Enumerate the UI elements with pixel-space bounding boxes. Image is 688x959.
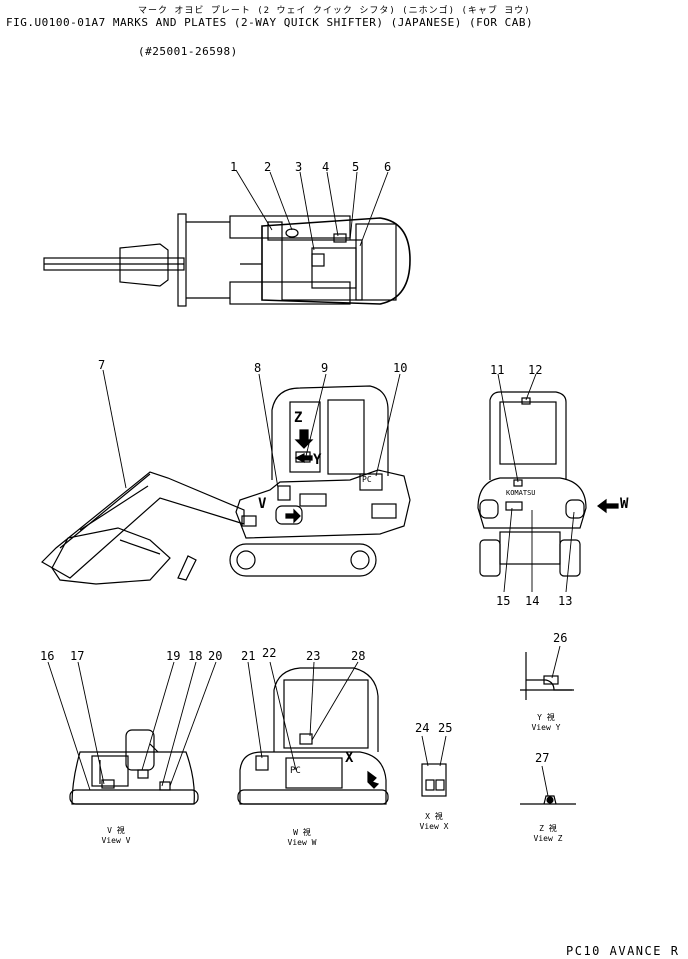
plate-label-pc-view-w: PC xyxy=(290,766,301,776)
plate-label-pc-side: PC xyxy=(362,475,372,484)
callout-5: 5 xyxy=(352,160,360,174)
side-view-machine xyxy=(41,385,411,585)
view-marker-z: Z xyxy=(294,410,303,426)
leader-lines xyxy=(47,169,575,797)
view-x-panel xyxy=(421,763,447,797)
callout-27: 27 xyxy=(535,751,550,765)
caption-view-z-en: View Z xyxy=(533,834,563,843)
callout-3: 3 xyxy=(295,160,303,174)
figure-title: FIG.U0100-01A7 MARKS AND PLATES (2-WAY Q… xyxy=(6,16,534,29)
callout-2: 2 xyxy=(264,160,272,174)
caption-view-v: V 視 View V xyxy=(98,826,134,846)
callout-22: 22 xyxy=(262,646,277,660)
callout-24: 24 xyxy=(415,721,430,735)
callout-28: 28 xyxy=(351,649,366,663)
caption-view-v-kana: V 視 xyxy=(107,826,125,835)
callout-20: 20 xyxy=(208,649,223,663)
caption-view-w: W 視 View W xyxy=(284,828,320,848)
callout-23: 23 xyxy=(306,649,321,663)
serial-range: (#25001-26598) xyxy=(138,45,238,58)
callout-17: 17 xyxy=(70,649,85,663)
plate-label-komatsu: KOMATSU xyxy=(506,489,536,497)
callout-13: 13 xyxy=(558,594,573,608)
callout-14: 14 xyxy=(525,594,540,608)
model-footer: PC10 AVANCE R xyxy=(566,944,680,958)
caption-view-x-kana: X 視 xyxy=(425,812,443,821)
callout-10: 10 xyxy=(393,361,408,375)
view-marker-x: X xyxy=(345,750,354,766)
caption-view-v-en: View V xyxy=(101,836,131,845)
callout-1: 1 xyxy=(230,160,238,174)
callout-8: 8 xyxy=(254,361,262,375)
view-z-panel xyxy=(520,795,576,805)
header-kana-line: マーク オヨビ プレート (2 ウェイ クイック シフタ) (ニホンゴ) (キャ… xyxy=(138,6,531,16)
caption-view-y-kana: Y 視 xyxy=(537,713,555,722)
callout-25: 25 xyxy=(438,721,453,735)
view-v-panel xyxy=(69,729,199,805)
caption-view-y: Y 視 View Y xyxy=(528,713,564,733)
callout-4: 4 xyxy=(322,160,330,174)
caption-view-x: X 視 View X xyxy=(416,812,452,832)
caption-view-w-kana: W 視 xyxy=(293,828,311,837)
caption-view-w-en: View W xyxy=(287,838,317,847)
callout-15: 15 xyxy=(496,594,511,608)
view-marker-w: W xyxy=(620,496,629,512)
caption-view-z-kana: Z 視 xyxy=(539,824,557,833)
view-y-panel xyxy=(520,652,574,700)
callout-19: 19 xyxy=(166,649,181,663)
callout-21: 21 xyxy=(241,649,256,663)
rear-view-machine xyxy=(477,391,619,577)
callout-16: 16 xyxy=(40,649,55,663)
view-marker-y: Y xyxy=(313,452,322,468)
callout-9: 9 xyxy=(321,361,329,375)
callout-6: 6 xyxy=(384,160,392,174)
caption-view-x-en: View X xyxy=(419,822,449,831)
caption-view-y-en: View Y xyxy=(531,723,561,732)
callout-11: 11 xyxy=(490,363,505,377)
callout-7: 7 xyxy=(98,358,106,372)
view-marker-v: V xyxy=(258,496,267,512)
caption-view-z: Z 視 View Z xyxy=(530,824,566,844)
callout-26: 26 xyxy=(553,631,568,645)
top-view-machine xyxy=(43,213,411,307)
callout-12: 12 xyxy=(528,363,543,377)
callout-18: 18 xyxy=(188,649,203,663)
